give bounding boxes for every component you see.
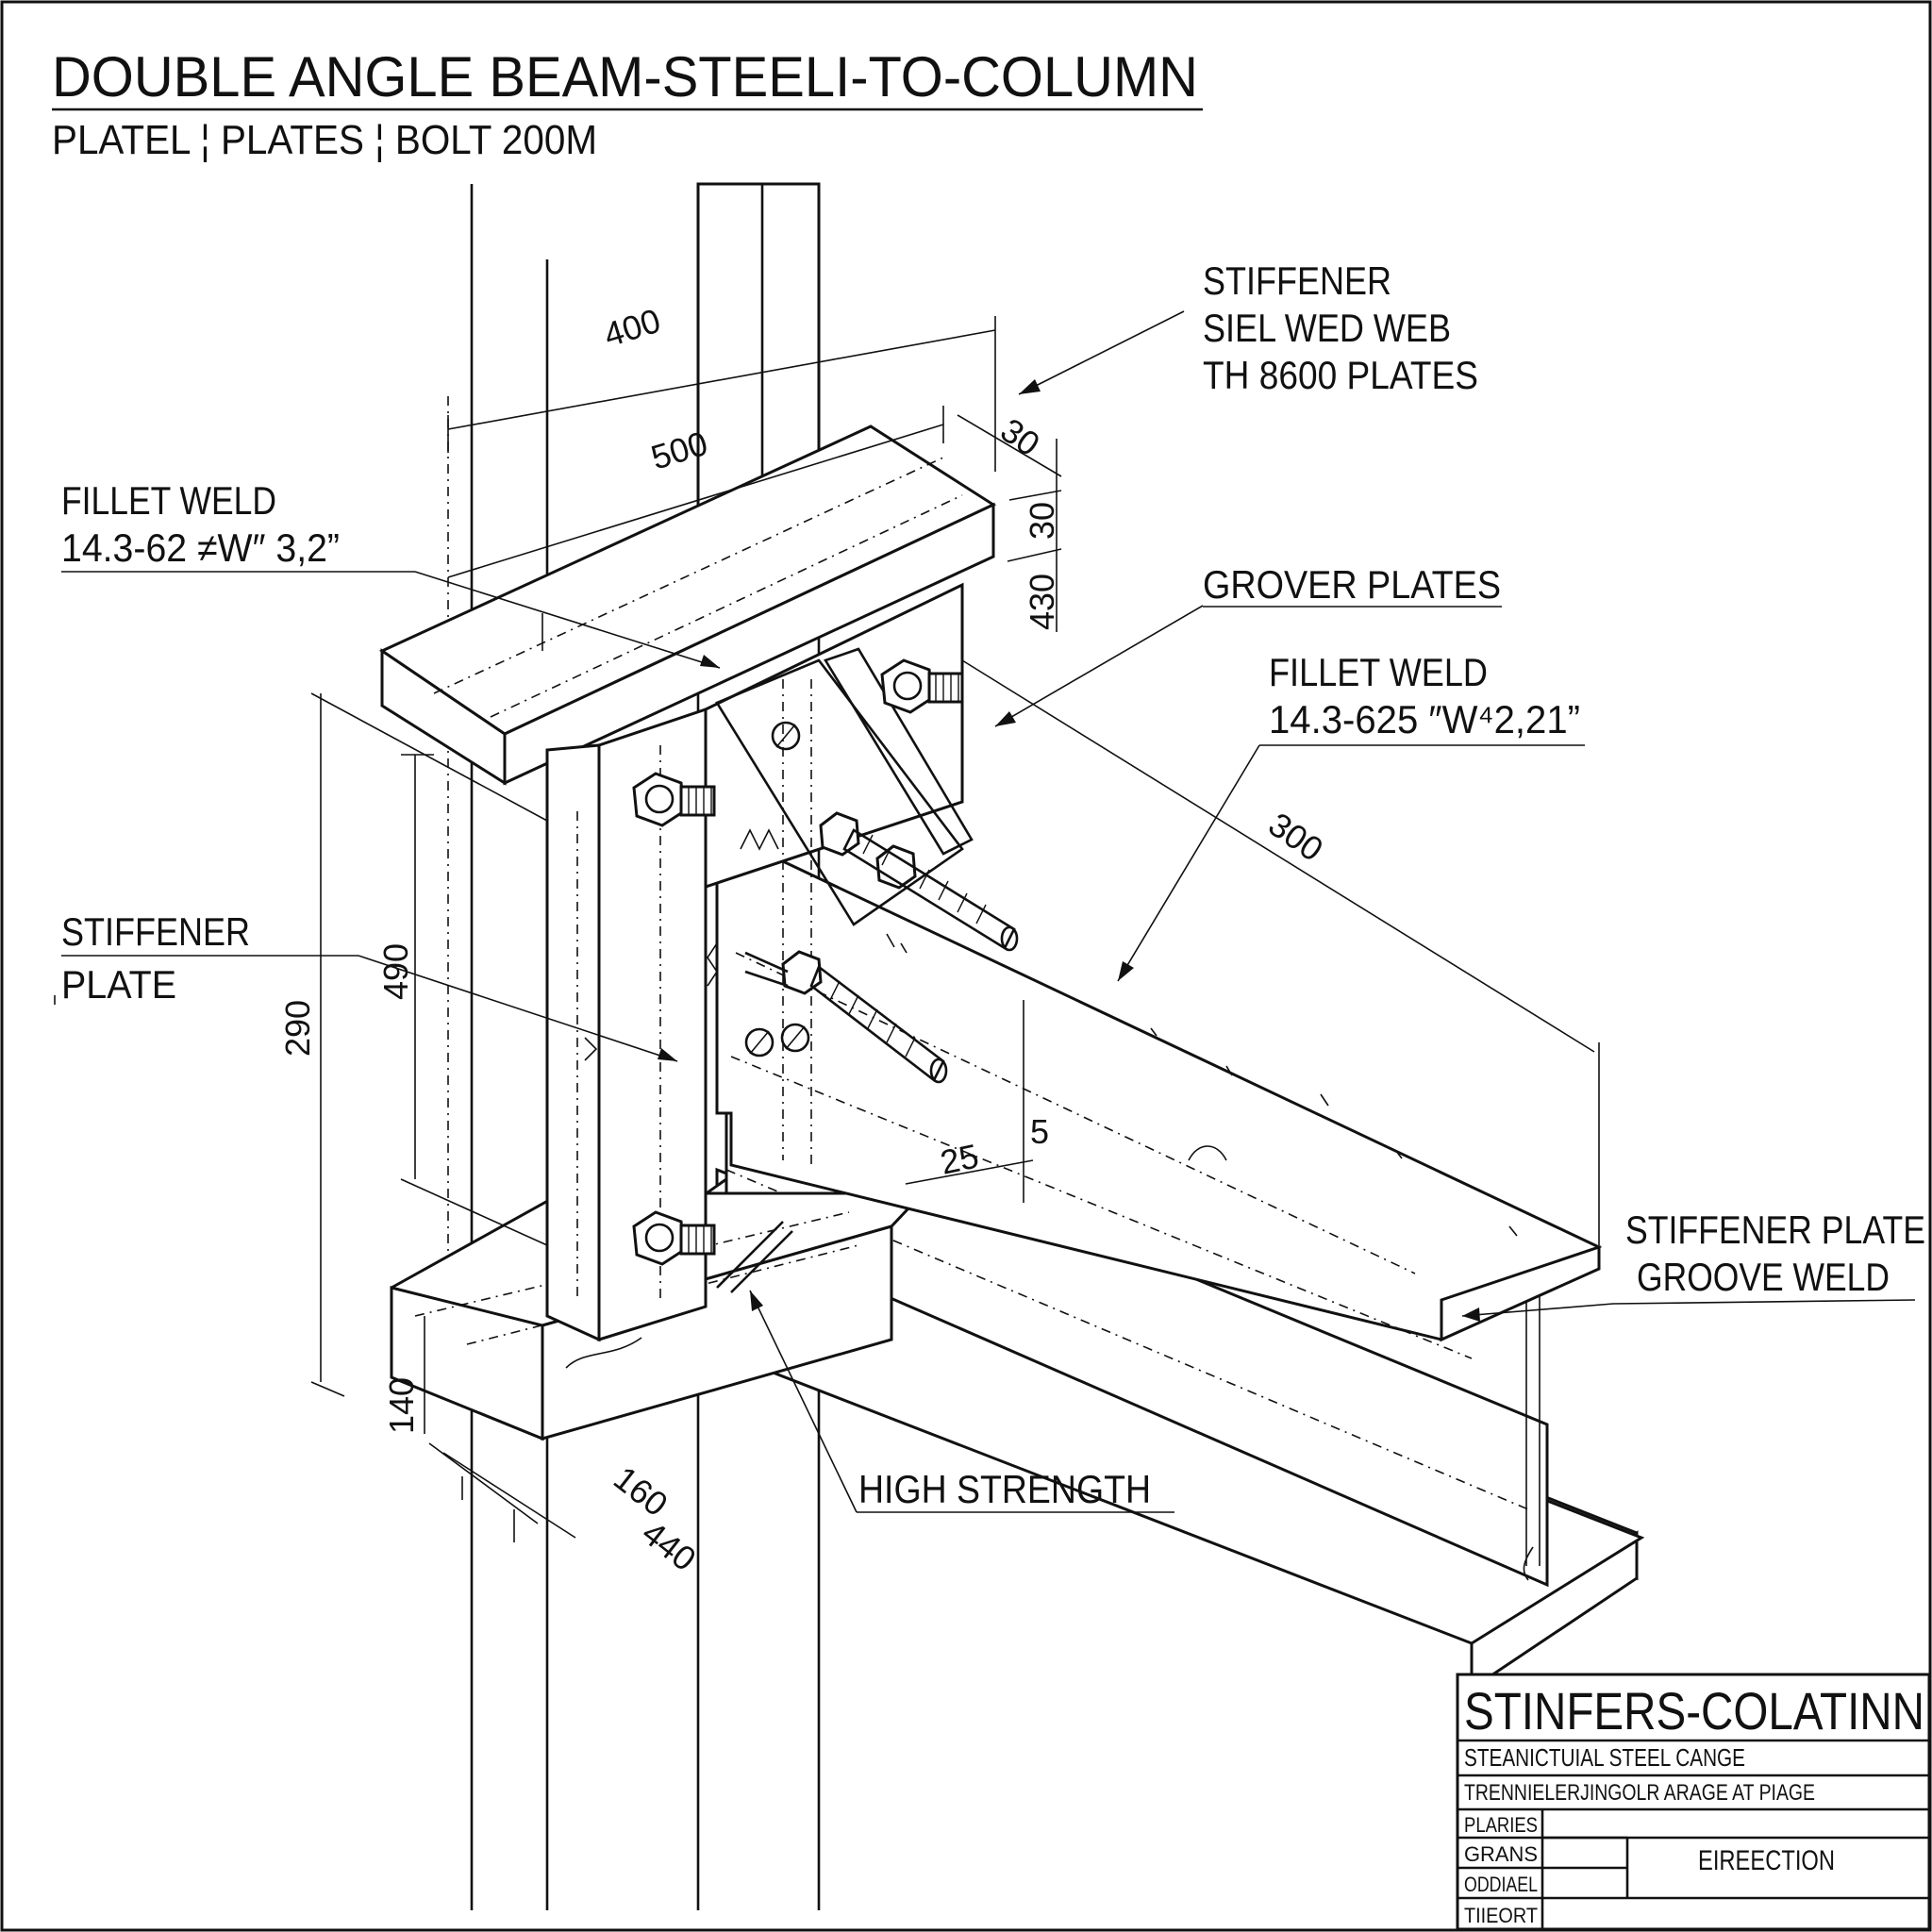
title-block-row1: PLARIES <box>1464 1813 1538 1837</box>
callout-fillet-right-1: FILLET WELD <box>1269 650 1488 694</box>
callout-stiffener-top-2: SIEL WED WEB <box>1203 306 1451 350</box>
dim-30-top: 30 <box>993 410 1046 464</box>
weld-marks <box>584 828 1518 1237</box>
dim-160: 160 <box>607 1458 675 1524</box>
callout-stiffener-groove-1: STIFFENER PLATE <box>1625 1208 1925 1252</box>
callout-grover-plates: GROVER PLATES <box>1203 562 1501 607</box>
bolt-top-right <box>880 658 964 714</box>
dim-290: 290 <box>278 1000 317 1057</box>
title-block <box>1456 1673 1931 1931</box>
gusset-plate <box>704 582 974 1170</box>
callout-stiffener-top-3: TH 8600 PLATES <box>1203 353 1478 397</box>
callout-fillet-left-2: 14.3-62 ≠W″ 3,2” <box>61 525 340 570</box>
dim-490: 490 <box>376 943 415 1000</box>
threaded-rod-upper <box>819 811 1019 952</box>
top-plate <box>378 425 997 786</box>
threaded-rod-lower <box>744 950 948 1084</box>
title-block-line2: TRENNIELERJINGOLR ARAGE AT PIAGE <box>1464 1780 1815 1806</box>
bolt-holes <box>744 721 810 1058</box>
lower-brace <box>716 1221 793 1293</box>
callout-stiffener-top-1: STIFFENER <box>1203 258 1391 303</box>
bottom-plate <box>390 1191 926 1441</box>
title-block-row4: TIIEORT <box>1464 1904 1538 1927</box>
callout-fillet-right-2: 14.3-625 ″W⁴2,21” <box>1269 697 1580 741</box>
callout-stiffener-plate-1: STIFFENER <box>61 909 250 954</box>
dim-400: 400 <box>599 301 664 355</box>
dim-300: 300 <box>1261 805 1330 869</box>
beam-top-flange <box>715 827 1603 1359</box>
dim-440: 440 <box>635 1513 704 1578</box>
dim-30-mid: 30 <box>1023 502 1061 540</box>
dim-25: 25 <box>937 1136 982 1181</box>
title-block-row2: GRANS <box>1464 1842 1538 1866</box>
dimension-lines <box>310 316 1600 1542</box>
drawing-title: DOUBLE ANGLE BEAM-STEELI-TO-COLUMN <box>52 45 1198 108</box>
drawing-subtitle: PLATEL ¦ PLATES ¦ BOLT 200M <box>52 117 597 163</box>
callout-fillet-left-1: FILLET WELD <box>61 478 276 523</box>
dim-430: 430 <box>1023 574 1061 630</box>
bolt-lower-left <box>632 1210 716 1266</box>
callout-high-strength: HIGH STRENGTH <box>858 1467 1151 1511</box>
title-block-line1: STEANICTUIAL STEEL CANGE <box>1464 1743 1745 1772</box>
title-block-row3: ODDIAEL <box>1464 1873 1538 1896</box>
title-block-label: EIREECTION <box>1698 1845 1835 1876</box>
dim-5: 5 <box>1030 1112 1049 1151</box>
callout-stiffener-groove-2: GROOVE WELD <box>1637 1255 1890 1299</box>
leader-lines <box>54 310 1916 1513</box>
callout-stiffener-plate-2: PLATE <box>61 962 176 1007</box>
title-block-name: STINFERS-COLATINN <box>1464 1681 1924 1740</box>
dim-140: 140 <box>382 1377 421 1434</box>
stiffener-plate <box>545 707 708 1342</box>
bolt-upper-left <box>632 772 716 827</box>
